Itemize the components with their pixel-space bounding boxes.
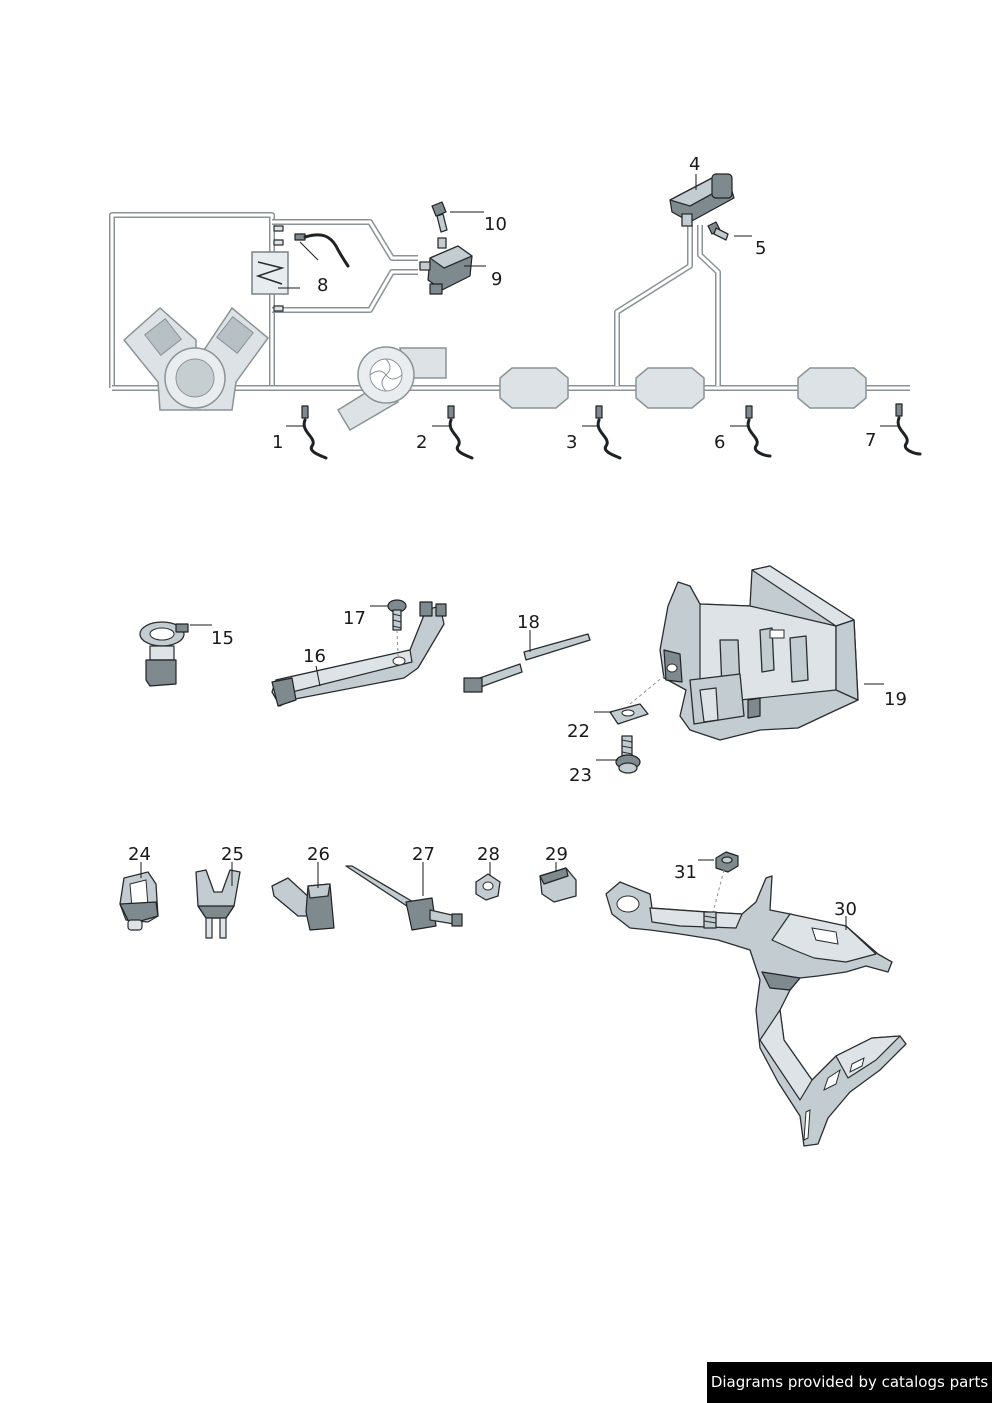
callout-2: 2 bbox=[416, 432, 427, 453]
turbocharger-icon bbox=[336, 346, 447, 432]
callout-29: 29 bbox=[545, 844, 568, 865]
callout-24: 24 bbox=[128, 844, 151, 865]
mounting-parts bbox=[139, 565, 884, 774]
callout-10: 10 bbox=[484, 214, 507, 235]
cable-tie-icon bbox=[463, 633, 591, 693]
bolt-icon bbox=[387, 599, 407, 631]
bolt-icon bbox=[615, 735, 641, 774]
callout-25: 25 bbox=[221, 844, 244, 865]
callout-8: 8 bbox=[317, 275, 328, 296]
callout-28: 28 bbox=[477, 844, 500, 865]
clip-icon bbox=[271, 877, 335, 931]
catalytic-converter-icon bbox=[499, 367, 867, 409]
cable-tie-icon bbox=[345, 865, 463, 931]
callout-16: 16 bbox=[303, 646, 326, 667]
credit-badge: Diagrams provided by catalogs parts bbox=[707, 1362, 992, 1403]
callout-5: 5 bbox=[755, 238, 766, 259]
bracket-icon bbox=[271, 601, 447, 707]
callout-7: 7 bbox=[865, 430, 876, 451]
callout-18: 18 bbox=[517, 612, 540, 633]
engine-icon bbox=[122, 306, 270, 411]
temperature-sensor-icon bbox=[294, 233, 922, 460]
pressure-sensor-icon bbox=[419, 237, 473, 295]
callout-3: 3 bbox=[566, 432, 577, 453]
bolt-icon bbox=[707, 221, 729, 241]
clip-icon bbox=[139, 621, 189, 687]
pressure-sensor-icon bbox=[669, 173, 735, 227]
clip-icon bbox=[195, 869, 241, 939]
callout-27: 27 bbox=[412, 844, 435, 865]
callout-31: 31 bbox=[674, 862, 697, 883]
clip-icon bbox=[119, 871, 159, 931]
callout-30: 30 bbox=[834, 899, 857, 920]
bolt-icon bbox=[703, 911, 717, 929]
callout-26: 26 bbox=[307, 844, 330, 865]
heat-exchanger-icon bbox=[251, 251, 289, 295]
callout-9: 9 bbox=[491, 269, 502, 290]
bracket-icon bbox=[605, 875, 907, 1147]
bolt-icon bbox=[431, 201, 448, 233]
callout-19: 19 bbox=[884, 689, 907, 710]
clip-icon bbox=[539, 867, 577, 903]
exhaust-schematic bbox=[109, 173, 922, 460]
callout-6: 6 bbox=[714, 432, 725, 453]
callout-4: 4 bbox=[689, 154, 700, 175]
nut-icon bbox=[609, 703, 649, 725]
bracket-icon bbox=[659, 565, 859, 741]
callout-15: 15 bbox=[211, 628, 234, 649]
nut-icon bbox=[715, 851, 739, 873]
callout-17: 17 bbox=[343, 608, 366, 629]
clip-icon bbox=[475, 873, 501, 901]
callout-22: 22 bbox=[567, 721, 590, 742]
callout-1: 1 bbox=[272, 432, 283, 453]
callout-23: 23 bbox=[569, 765, 592, 786]
clips-and-shield bbox=[119, 851, 907, 1147]
